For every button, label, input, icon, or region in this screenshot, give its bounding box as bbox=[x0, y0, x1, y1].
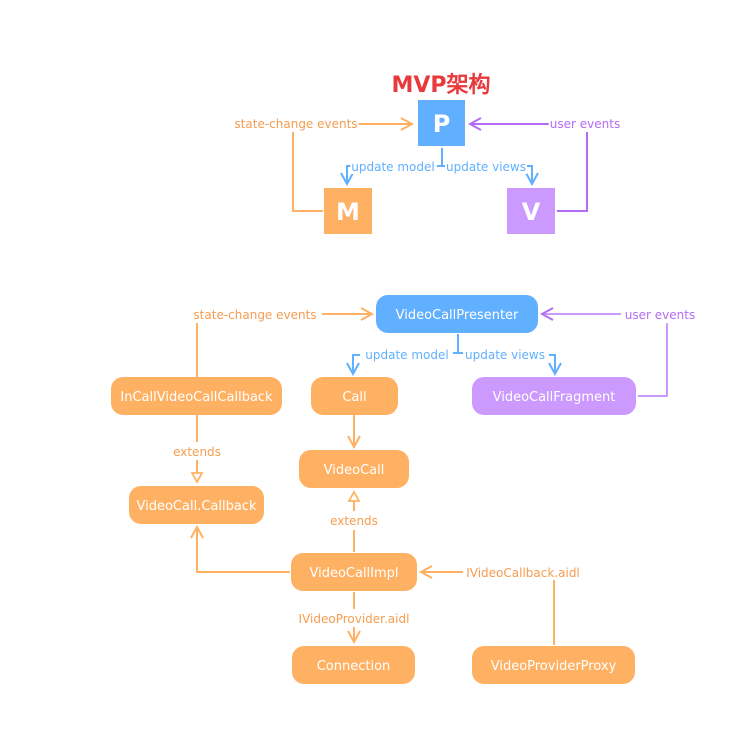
node-call-label: Call bbox=[342, 390, 366, 405]
label-background bbox=[623, 308, 697, 322]
edge-label-update-model-top: update model bbox=[351, 160, 434, 174]
edge-state-change-top bbox=[292, 124, 412, 212]
node-p: P bbox=[418, 100, 465, 146]
label-background bbox=[464, 348, 546, 362]
label-background bbox=[364, 348, 450, 362]
node-videocall-label: VideoCall bbox=[324, 463, 385, 478]
node-connection: Connection bbox=[292, 646, 415, 684]
edge-user-events bbox=[542, 314, 668, 397]
node-p-label: P bbox=[433, 110, 451, 138]
node-incall-videocall-callback: InCallVideoCallCallback bbox=[111, 377, 282, 415]
node-videocall-fragment: VideoCallFragment bbox=[472, 377, 636, 415]
node-v: V bbox=[507, 188, 555, 234]
node-incall-videocall-callback-label: InCallVideoCallCallback bbox=[120, 390, 273, 405]
edge-label-extends-left: extends bbox=[173, 445, 221, 459]
node-call: Call bbox=[311, 377, 398, 415]
edge-label-ivideo-callback: IVideoCallback.aidl bbox=[466, 566, 580, 580]
node-videocall-callback: VideoCall.Callback bbox=[129, 486, 264, 524]
label-background bbox=[233, 117, 359, 131]
node-videocall-presenter: VideoCallPresenter bbox=[376, 295, 538, 333]
node-v-label: V bbox=[522, 198, 541, 226]
node-m-label: M bbox=[336, 198, 360, 226]
node-video-provider-proxy-label: VideoProviderProxy bbox=[491, 659, 617, 674]
label-background bbox=[192, 308, 318, 322]
node-connection-label: Connection bbox=[317, 659, 391, 674]
edge-label-update-views-top: update views bbox=[446, 160, 526, 174]
edge-update bbox=[353, 334, 555, 374]
node-m: M bbox=[324, 188, 372, 234]
node-videocall-impl-label: VideoCallImpl bbox=[309, 566, 398, 581]
label-background bbox=[172, 445, 222, 459]
label-background bbox=[445, 160, 527, 174]
label-background bbox=[465, 566, 581, 580]
label-background bbox=[297, 612, 411, 626]
edge-impl-to-callback bbox=[197, 527, 290, 573]
edge-label-user-events-top: user events bbox=[550, 117, 620, 131]
node-videocall-impl: VideoCallImpl bbox=[291, 553, 417, 591]
label-background bbox=[548, 117, 622, 131]
edge-ivideo-callback bbox=[421, 572, 555, 645]
node-videocall-presenter-label: VideoCallPresenter bbox=[396, 308, 519, 323]
edge-state-change bbox=[196, 314, 372, 377]
node-videocall-callback-label: VideoCall.Callback bbox=[137, 499, 257, 514]
edge-label-update-model: update model bbox=[365, 348, 448, 362]
edge-label-extends-center: extends bbox=[330, 514, 378, 528]
edge-label-update-views: update views bbox=[465, 348, 545, 362]
edge-label-ivideo-provider: IVideoProvider.aidl bbox=[299, 612, 410, 626]
node-video-provider-proxy: VideoProviderProxy bbox=[472, 646, 635, 684]
node-videocall: VideoCall bbox=[299, 450, 409, 488]
node-videocall-fragment-label: VideoCallFragment bbox=[493, 390, 616, 405]
edge-label-user-events: user events bbox=[625, 308, 695, 322]
label-background bbox=[329, 514, 379, 528]
edge-user-events-top bbox=[470, 124, 588, 212]
edge-label-state-change: state-change events bbox=[193, 308, 316, 322]
diagram-title: MVP架构 bbox=[391, 72, 490, 98]
label-background bbox=[350, 160, 436, 174]
edge-label-state-change-top: state-change events bbox=[234, 117, 357, 131]
